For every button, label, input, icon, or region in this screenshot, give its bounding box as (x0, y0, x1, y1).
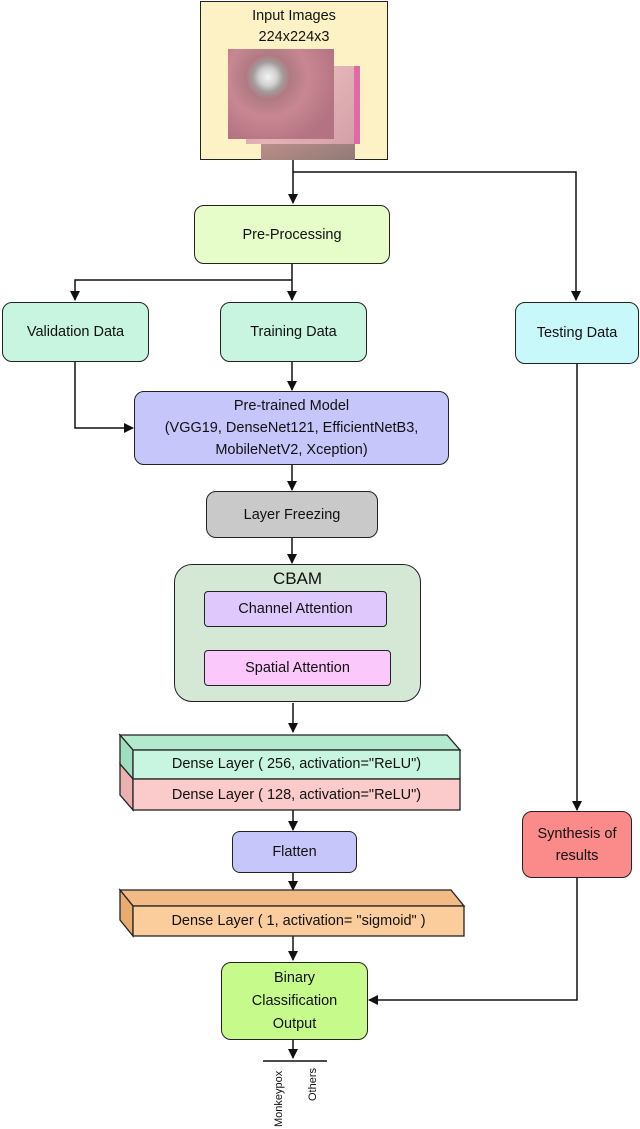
flatten-node: Flatten (232, 831, 357, 873)
dense-256-label: Dense Layer ( 256, activation="ReLU") (171, 756, 422, 772)
pretrained-model-node: Pre-trained Model (VGG19, DenseNet121, E… (134, 391, 449, 465)
synthesis-node: Synthesis of results (522, 811, 632, 878)
dense-256-block (118, 733, 462, 781)
dense-1-label: Dense Layer ( 1, activation= "sigmoid" ) (171, 913, 426, 929)
synthesis-line1: Synthesis of (537, 825, 617, 842)
input-images-box: Input Images 224x224x3 (200, 1, 388, 160)
spatial-attention-node: Spatial Attention (204, 650, 391, 686)
dense-128-label: Dense Layer ( 128, activation="ReLU") (171, 787, 422, 803)
pretrained-models-line2: MobileNetV2, Xception) (215, 442, 368, 458)
input-images-title: Input Images (252, 8, 336, 24)
synthesis-line2: results (555, 847, 599, 864)
pretrained-title: Pre-trained Model (233, 398, 350, 414)
testing-data-node: Testing Data (515, 302, 639, 364)
preprocessing-node: Pre-Processing (194, 205, 390, 264)
cbam-title: CBAM (272, 569, 323, 588)
arrow-validation-to-pretrained (74, 362, 134, 433)
class-label-monkeypox: Monkeypox (273, 1070, 285, 1127)
arrow-preprocessing-to-validation (70, 279, 292, 301)
class-label-others: Others (307, 1067, 319, 1101)
dense-1-block (118, 888, 466, 938)
training-data-node: Training Data (220, 302, 367, 362)
layer-freezing-node: Layer Freezing (206, 491, 378, 538)
dense-128-block (119, 762, 461, 812)
pretrained-models-line1: (VGG19, DenseNet121, EfficientNetB3, (164, 420, 419, 436)
output-line3: Output (272, 1015, 317, 1032)
validation-data-node: Validation Data (2, 302, 149, 362)
sample-image-front (228, 49, 334, 139)
arrow-input-to-testing (293, 171, 581, 301)
output-line1: Binary (273, 969, 316, 986)
input-size-label: 224x224x3 (258, 29, 330, 45)
output-line2: Classification (251, 992, 338, 1009)
arrow-synthesis-to-output (368, 878, 578, 1005)
channel-attention-node: Channel Attention (204, 591, 387, 627)
binary-output-node: Binary Classification Output (221, 962, 368, 1040)
